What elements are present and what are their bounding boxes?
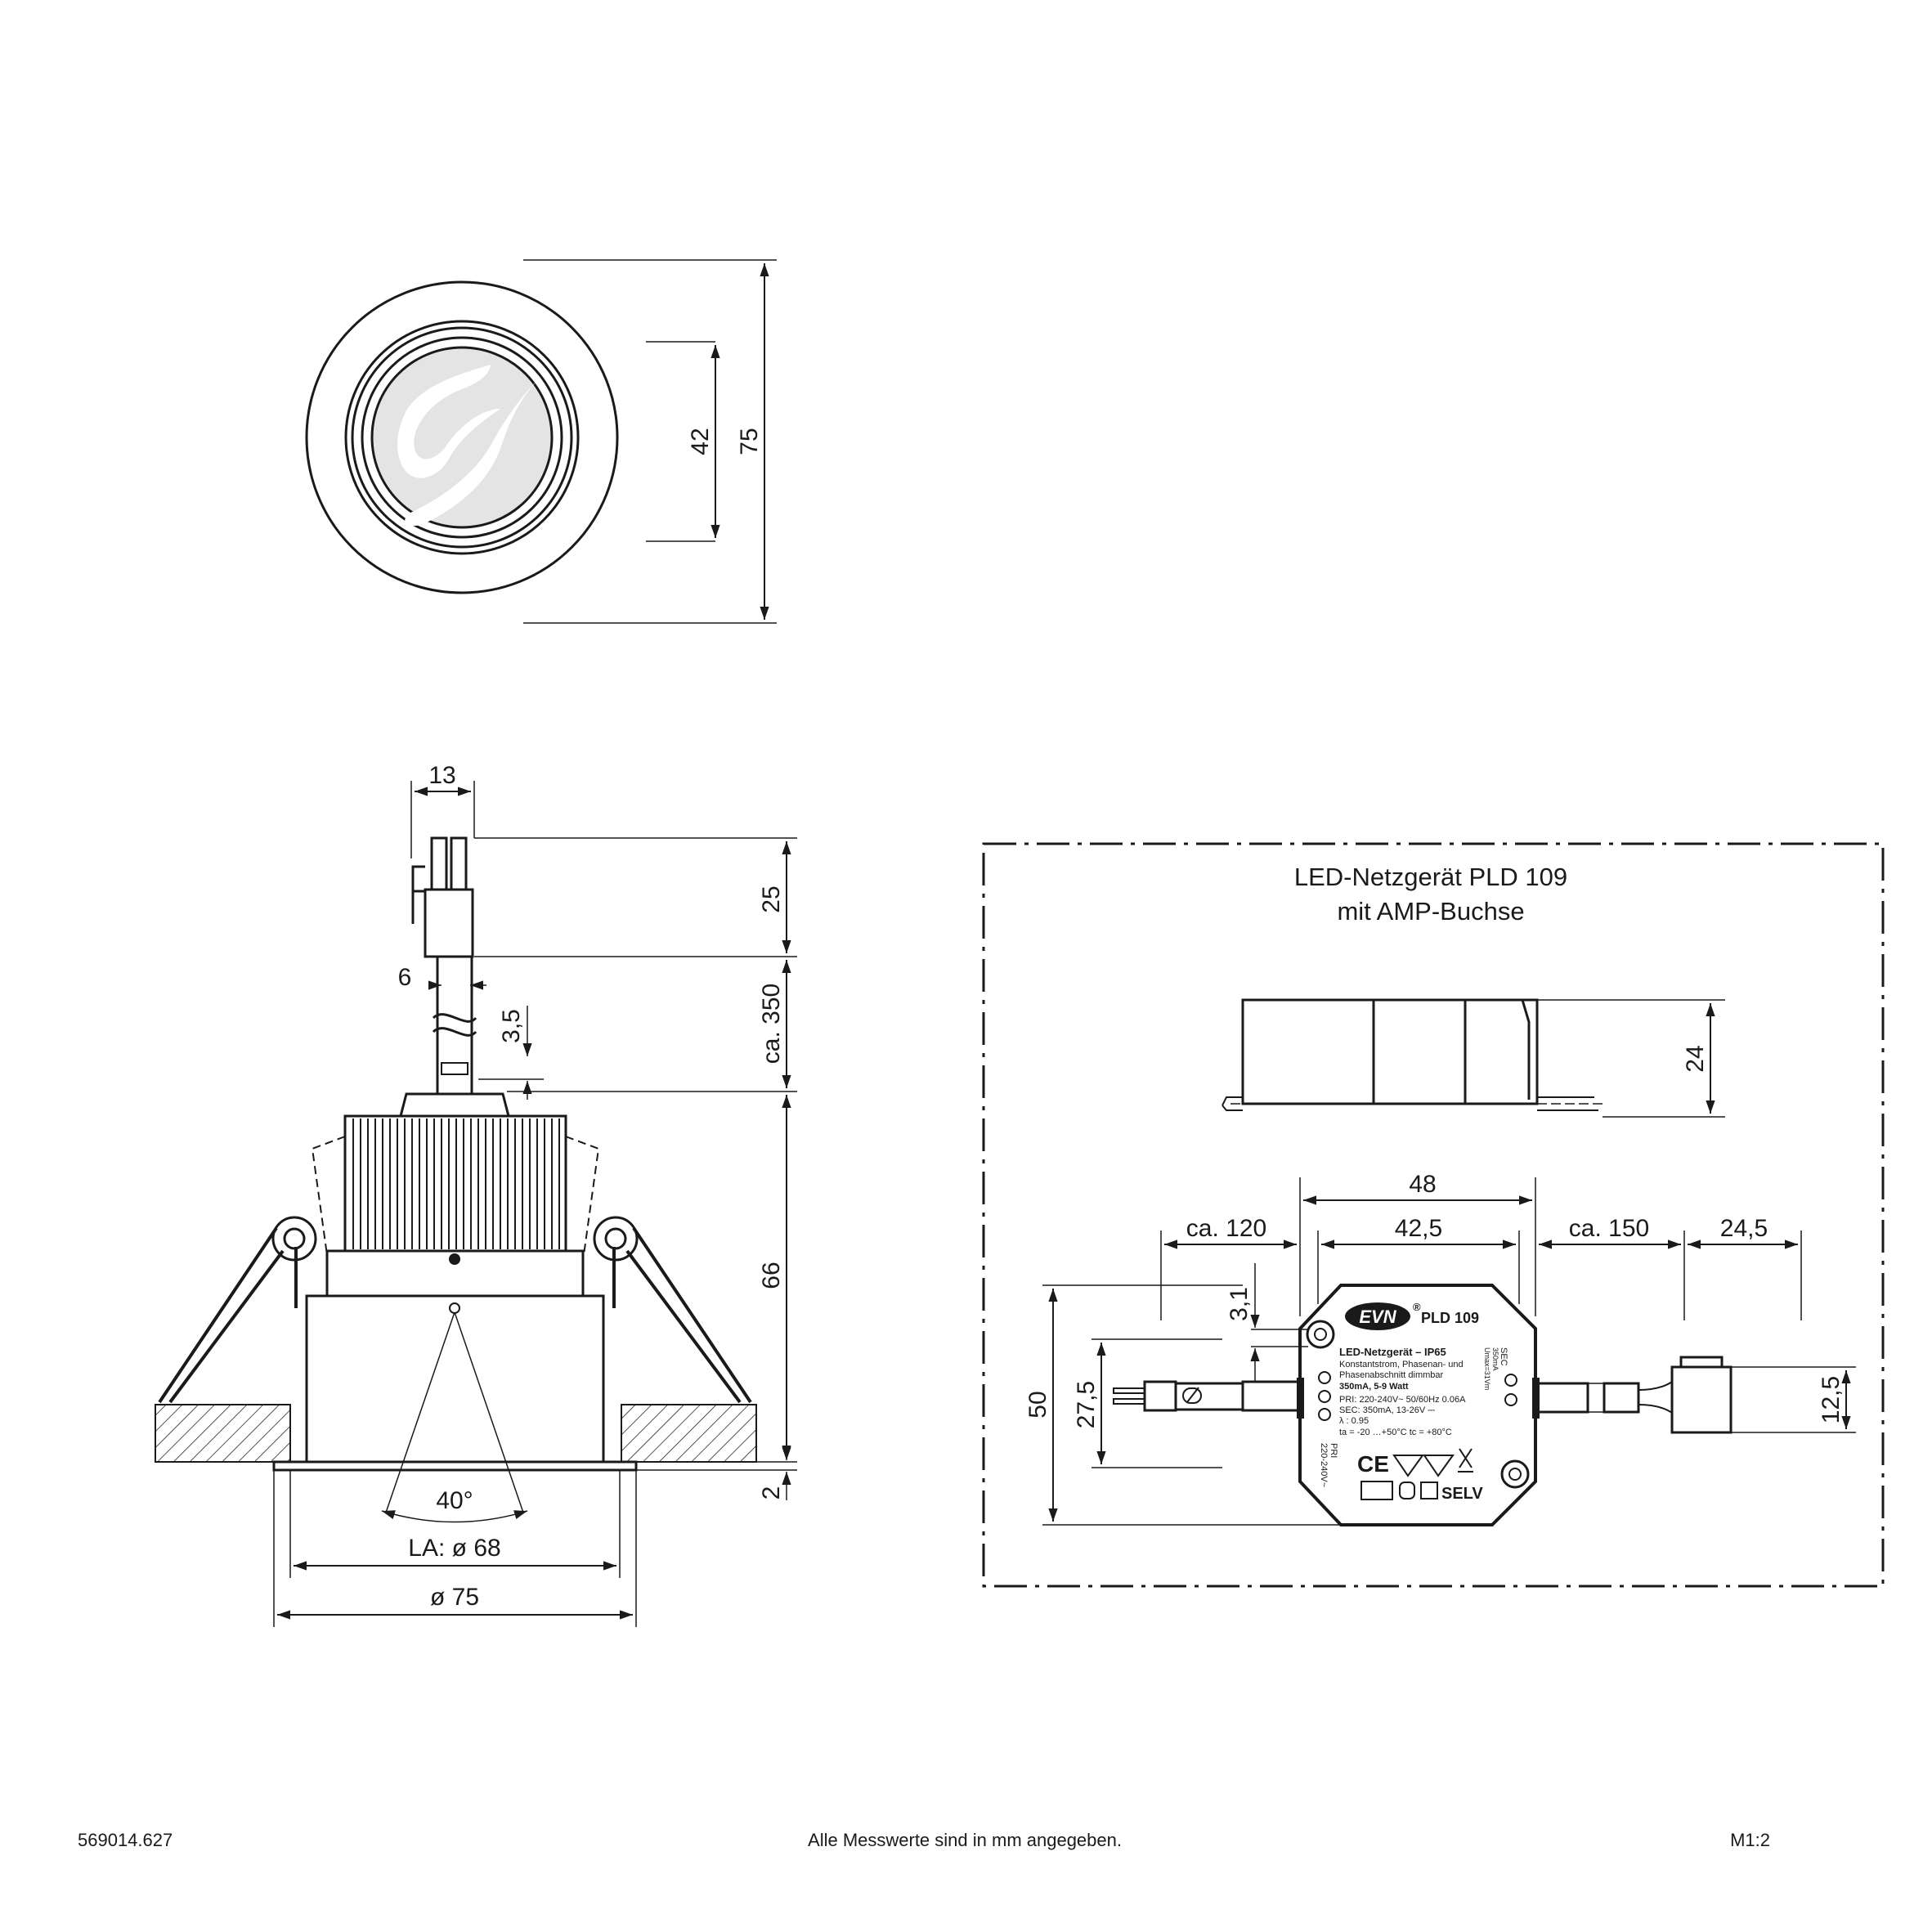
- dim-plug-height: 12,5: [1818, 1376, 1845, 1423]
- dim-inner-diameter: 42: [687, 428, 714, 455]
- driver-detail: LED-Netzgerät PLD 109 mit AMP-Buchse 24: [982, 842, 1885, 1588]
- dim-cable-left: ca. 120: [1186, 1215, 1266, 1242]
- dim-cable-offset: 3,5: [498, 1009, 525, 1043]
- brand-logo: [1345, 1302, 1410, 1330]
- units-note: Alle Messwerte sind in mm angegeben.: [808, 1830, 1122, 1850]
- thermal-mark: [1360, 1481, 1393, 1500]
- dim-plug-length: 24,5: [1720, 1215, 1768, 1242]
- dim-connector-width: 13: [428, 762, 455, 789]
- driver-side-view: 24: [1222, 998, 1725, 1118]
- ce-mark: CE: [1357, 1451, 1389, 1477]
- driver-frame: [982, 842, 1885, 1588]
- label-pri-side: PRI: [1329, 1443, 1338, 1458]
- dim-cable-diameter: 6: [398, 964, 412, 991]
- tilt-outline-left: [311, 1136, 346, 1256]
- housing: [305, 1294, 605, 1464]
- label-type-2: Phasenabschnitt dimmbar: [1339, 1370, 1444, 1380]
- spring-clip-left: [158, 1216, 317, 1404]
- label-title: LED-Netzgerät – IP65: [1339, 1346, 1446, 1358]
- spring-clip-right: [593, 1216, 752, 1404]
- beam-angle: 40°: [436, 1487, 473, 1514]
- amp-connector: [411, 836, 474, 958]
- label-sec-values: 350mA: [1491, 1347, 1499, 1371]
- label-type-1: Konstantstrom, Phasenan- und: [1339, 1360, 1464, 1369]
- heat-sink-cap: [399, 1092, 510, 1117]
- bezel-ring: [344, 320, 580, 555]
- side-view: 40° 13 6 3,5 25 ca. 350 66 2: [155, 762, 797, 1627]
- driver-plan-view: EVN ® PLD 109 LED-Netzgerät – IP65 Konst…: [1024, 1171, 1856, 1526]
- label-temp: ta = -20 …+50°C tc = +80°C: [1339, 1428, 1452, 1437]
- dim-driver-inner-width: 42,5: [1395, 1215, 1442, 1242]
- dim-cable-spacing: 27,5: [1073, 1381, 1100, 1428]
- driver-model: PLD 109: [1421, 1310, 1479, 1326]
- dim-driver-width: 48: [1409, 1171, 1436, 1198]
- ceiling-left: [155, 1404, 291, 1463]
- outer-diameter: ø 75: [430, 1584, 479, 1611]
- label-sec-values-2: Umax=31Vm: [1483, 1347, 1491, 1390]
- label-power: 350mA, 5-9 Watt: [1339, 1382, 1409, 1392]
- class-mark: [1399, 1481, 1415, 1499]
- label-sec-side: SEC: [1499, 1347, 1508, 1366]
- m-mark-1: [1392, 1455, 1424, 1477]
- label-lambda: λ : 0.95: [1339, 1416, 1369, 1426]
- beam-arc: [381, 1510, 528, 1523]
- outer-ring: [305, 280, 619, 594]
- label-pri-voltage: 220-240V~: [1319, 1443, 1329, 1487]
- amp-plug: [1670, 1365, 1733, 1434]
- dim-flange: 2: [758, 1486, 785, 1500]
- article-number: 569014.627: [78, 1830, 173, 1850]
- double-insulation-mark: [1420, 1481, 1438, 1499]
- lens-reflection: [397, 365, 546, 527]
- label-sec: SEC: 350mA, 13-26V ⎓: [1339, 1405, 1435, 1415]
- dim-cable-right: ca. 150: [1569, 1215, 1649, 1242]
- ceiling-right: [621, 1404, 757, 1463]
- screw-top: [449, 1253, 460, 1265]
- bin-mark: [1458, 1448, 1473, 1473]
- driver-title-line1: LED-Netzgerät PLD 109: [1294, 863, 1567, 891]
- top-view: 42 75: [305, 259, 777, 624]
- dim-hole-offset: 3,1: [1226, 1287, 1253, 1321]
- bezel-ring-inner: [351, 326, 573, 549]
- beam-lines: [385, 1311, 524, 1513]
- m-mark-2: [1423, 1455, 1455, 1477]
- dim-body-height: 66: [758, 1262, 785, 1289]
- scale-label: M1:2: [1730, 1830, 1770, 1850]
- heat-sink-fins: [352, 1118, 560, 1249]
- dim-driver-depth: 50: [1024, 1391, 1051, 1418]
- svg-text:EVN: EVN: [1359, 1307, 1396, 1327]
- label-pri: PRI: 220-240V~ 50/60Hz 0.06A: [1339, 1395, 1466, 1405]
- selv-mark: SELV: [1441, 1485, 1483, 1503]
- cutout-diameter: LA: ø 68: [408, 1535, 500, 1562]
- dim-connector-height: 25: [758, 885, 785, 912]
- dim-driver-height: 24: [1682, 1045, 1709, 1072]
- tilt-outline-right: [565, 1136, 600, 1256]
- cable: [436, 955, 473, 1096]
- lens-ring: [361, 336, 563, 539]
- driver-title-line2: mit AMP-Buchse: [1337, 897, 1524, 926]
- dim-outer-diameter: 75: [736, 428, 763, 455]
- registered-mark: ®: [1413, 1301, 1421, 1313]
- dim-cable-length: ca. 350: [758, 984, 785, 1064]
